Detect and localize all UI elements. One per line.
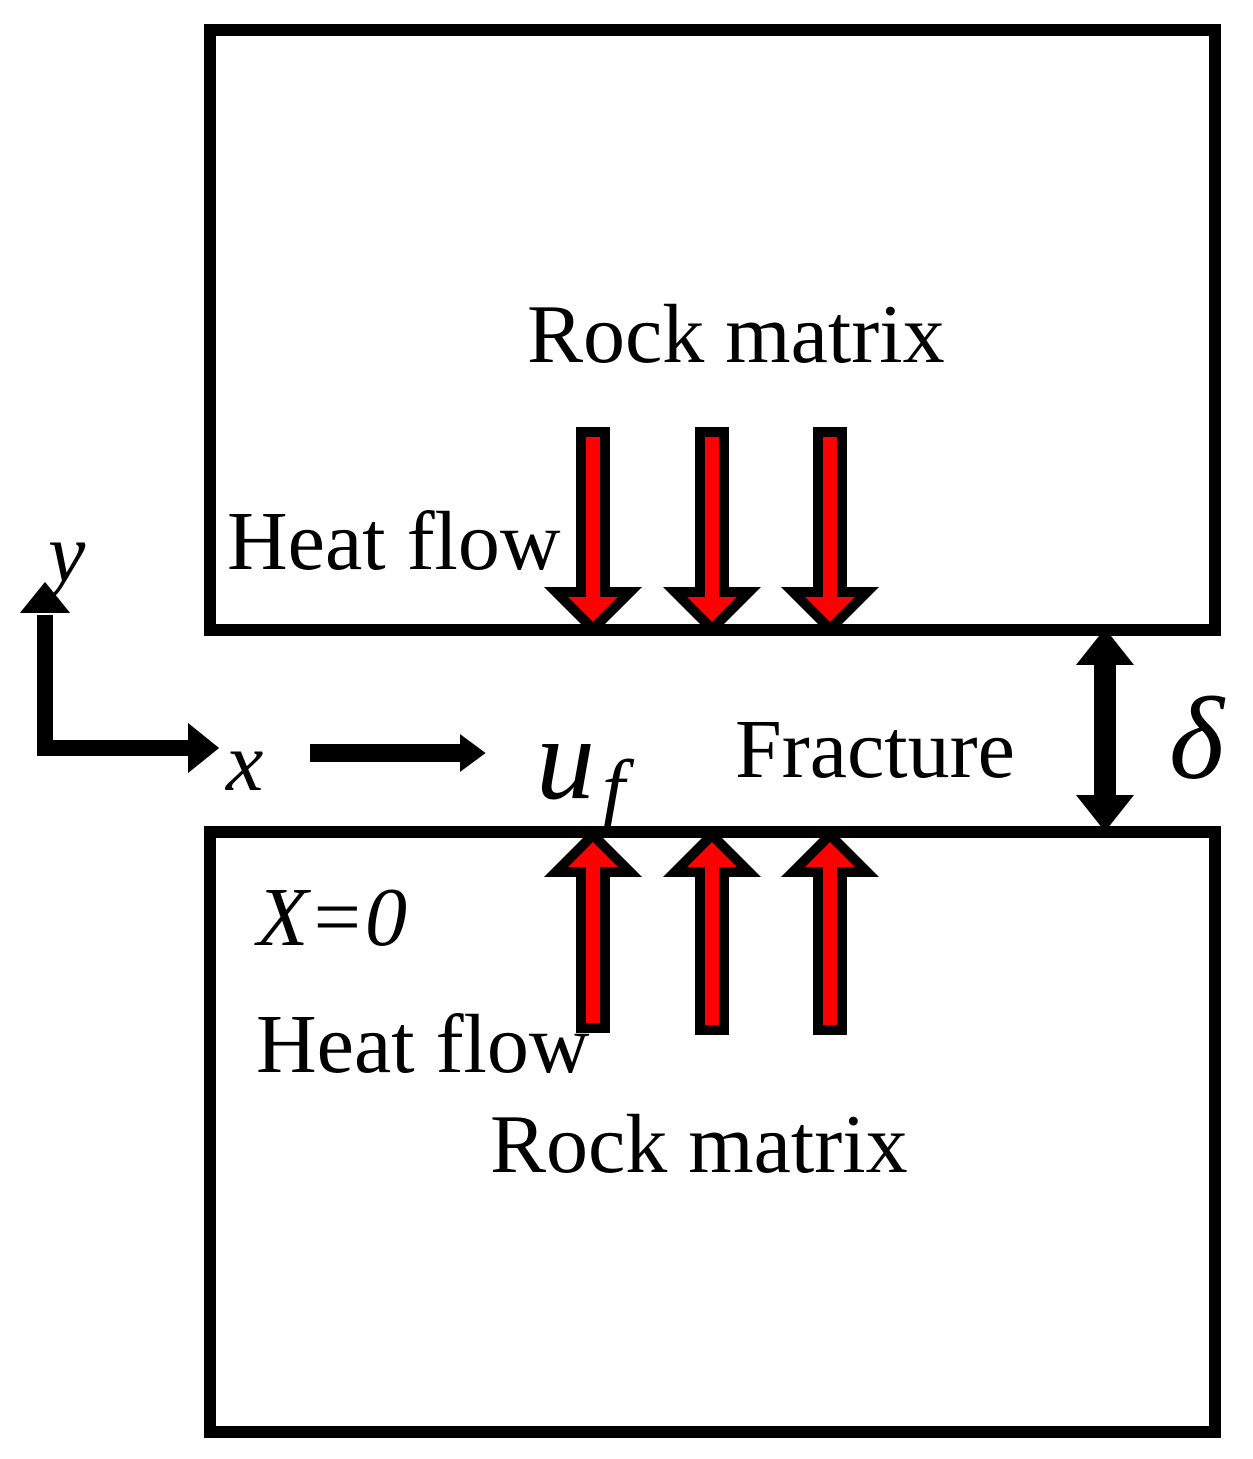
heat-arrow-up-3: [780, 827, 880, 1035]
coordinate-axes: [19, 581, 220, 774]
top-rock-matrix-label: Rock matrix: [527, 288, 945, 381]
bottom-heat-flow-arrows: [543, 827, 880, 1035]
bottom-rock-matrix-label: Rock matrix: [490, 1098, 908, 1191]
aperture-double-arrow: [1075, 628, 1135, 832]
flow-direction-arrow: [310, 734, 486, 772]
y-axis-label: y: [40, 507, 86, 600]
heat-arrow-down-3: [780, 427, 880, 637]
origin-label: X=0: [254, 871, 407, 964]
top-heat-flow-arrows: [543, 427, 880, 637]
velocity-symbol: u: [536, 693, 595, 824]
y-axis-arrowhead: [19, 581, 71, 613]
heat-arrow-up-2: [662, 827, 762, 1035]
velocity-subscript: f: [602, 743, 635, 834]
heat-arrow-up-1: [543, 827, 643, 1033]
axes-lines: [37, 615, 190, 756]
bottom-heat-flow-label: Heat flow: [256, 998, 590, 1091]
x-axis-arrowhead: [188, 722, 220, 774]
aperture-label: δ: [1169, 673, 1226, 804]
heat-arrow-down-1: [543, 427, 643, 637]
top-heat-flow-label: Heat flow: [227, 495, 561, 588]
x-axis-label: x: [224, 716, 263, 809]
fracture-label: Fracture: [735, 703, 1015, 796]
heat-arrow-down-2: [662, 427, 762, 637]
